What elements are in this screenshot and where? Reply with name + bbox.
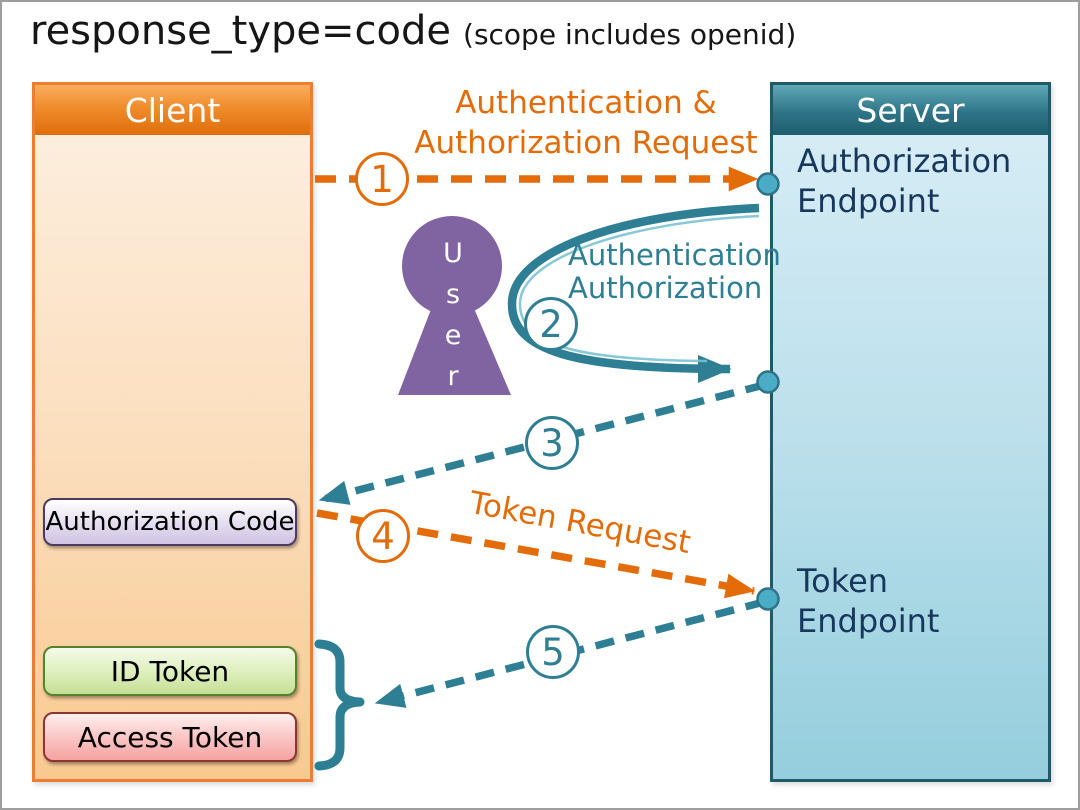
- user-letter: s: [445, 279, 461, 310]
- step2-label-line2: Authorization: [568, 271, 763, 305]
- authorization-endpoint-dot: [756, 172, 780, 196]
- title-sub: (scope includes openid): [463, 18, 797, 51]
- step5-number-badge: 5: [526, 625, 580, 679]
- user-letter: U: [443, 238, 463, 269]
- arrow-step2-highlight: [518, 214, 760, 363]
- client-header: Client: [35, 85, 310, 135]
- access-token-chip: Access Token: [43, 712, 297, 762]
- step1-label-line1: Authentication &: [455, 85, 717, 121]
- step1-number-badge: 1: [355, 152, 409, 206]
- token-group-brace: [314, 639, 365, 771]
- step1-label: Authentication & Authorization Request: [400, 83, 772, 163]
- authorization-endpoint-label: Authorization Endpoint: [797, 142, 1012, 220]
- id-token-chip: ID Token: [43, 646, 297, 696]
- server-box: Server Authorization Endpoint Token Endp…: [770, 82, 1051, 782]
- title-main: response_type=code: [30, 8, 452, 54]
- arrow-step2-user-auth: [507, 203, 760, 384]
- token-endpoint-label: Token Endpoint: [797, 562, 940, 640]
- step2-number-badge: 2: [524, 297, 578, 351]
- step2-label: Authentication Authorization: [568, 239, 781, 305]
- page-title: response_type=code (scope includes openi…: [30, 8, 796, 54]
- token-endpoint-dot: [756, 587, 780, 611]
- user-label: U s e r: [431, 233, 475, 397]
- server-header: Server: [773, 85, 1048, 135]
- step1-label-line2: Authorization Request: [414, 125, 758, 161]
- step2-label-line1: Authentication: [568, 238, 781, 272]
- user-letter: e: [444, 320, 462, 351]
- user-icon: [398, 216, 511, 395]
- authorization-endpoint-return-dot: [756, 370, 780, 394]
- step3-number-badge: 3: [525, 416, 579, 470]
- step4-number-badge: 4: [356, 509, 410, 563]
- user-letter: r: [447, 361, 459, 392]
- authorization-code-chip: Authorization Code: [43, 498, 297, 546]
